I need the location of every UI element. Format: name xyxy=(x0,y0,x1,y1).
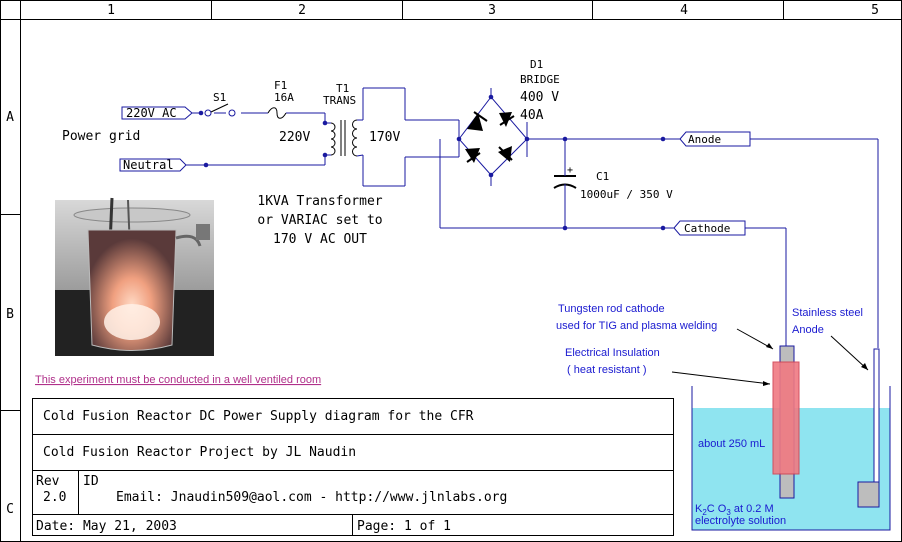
fuse-rating: 16A xyxy=(274,91,294,104)
transformer-note-line3: 170 V AC OUT xyxy=(273,232,367,247)
cathode-note-line1: Tungsten rod cathode xyxy=(558,303,665,315)
reactor-photo xyxy=(55,197,214,356)
bridge-type: BRIDGE xyxy=(520,73,560,86)
neutral-input-label: Neutral xyxy=(123,158,174,172)
junction-dots xyxy=(198,94,666,231)
anode-note-line1: Stainless steel xyxy=(792,307,863,319)
transformer-primary-voltage: 220V xyxy=(279,130,310,145)
neutral-input-port: Neutral xyxy=(119,158,187,172)
anode-note-line2: Anode xyxy=(792,324,824,336)
electrolyte-formula: K2C O3 at 0.2 M xyxy=(695,503,774,517)
contact-info: Email: Jnaudin509@aol.com - http://www.j… xyxy=(116,490,507,505)
column-label-5: 5 xyxy=(871,3,879,18)
electrolysis-cell xyxy=(671,328,891,531)
row-label-a: A xyxy=(6,110,14,125)
transformer-note-line1: 1KVA Transformer xyxy=(257,194,382,209)
bridge-ref: D1 xyxy=(530,58,543,71)
transformer-t1 xyxy=(325,119,364,157)
insulation-note-line1: Electrical Insulation xyxy=(565,347,660,359)
power-grid-label: Power grid xyxy=(62,129,140,144)
title-block xyxy=(32,398,674,536)
cathode-note-line2: used for TIG and plasma welding xyxy=(556,320,717,332)
fuse-ref: F1 xyxy=(274,79,287,92)
cathode-output-port: Cathode xyxy=(673,220,746,236)
row-label-c: C xyxy=(6,502,14,517)
ac-input-port: 220V AC xyxy=(121,106,193,120)
transformer-note-line2: or VARIAC set to xyxy=(257,213,382,228)
transformer-type: TRANS xyxy=(323,94,356,107)
transformer-ref: T1 xyxy=(336,82,349,95)
anode-output-port: Anode xyxy=(679,131,751,147)
bridge-rectifier-d1 xyxy=(458,96,528,176)
bridge-voltage: 400 V xyxy=(520,90,559,105)
anode-port-label: Anode xyxy=(688,133,721,146)
diagram-title: Cold Fusion Reactor DC Power Supply diag… xyxy=(43,409,474,424)
id-label: ID xyxy=(83,474,99,489)
page-field: Page: 1 of 1 xyxy=(357,519,451,534)
column-label-2: 2 xyxy=(298,3,306,18)
switch-ref: S1 xyxy=(213,91,226,104)
revision-label: Rev xyxy=(36,474,60,489)
ac-input-label: 220V AC xyxy=(126,106,177,120)
project-name: Cold Fusion Reactor Project by JL Naudin xyxy=(43,445,356,460)
electrolyte-note: electrolyte solution xyxy=(695,515,786,527)
row-label-b: B xyxy=(6,307,14,322)
switch-s1: S1 xyxy=(204,91,236,117)
capacitor-value: 1000uF / 350 V xyxy=(580,188,673,201)
capacitor-ref: C1 xyxy=(596,170,609,183)
bridge-current: 40A xyxy=(520,108,544,123)
column-label-1: 1 xyxy=(107,3,115,18)
revision-value: 2.0 xyxy=(43,490,66,505)
ventilation-warning: This experiment must be conducted in a w… xyxy=(35,374,321,386)
capacitor-c1: + xyxy=(553,165,577,190)
insulation-note-line2: ( heat resistant ) xyxy=(567,364,646,376)
solution-volume: about 250 mL xyxy=(698,438,765,450)
column-label-4: 4 xyxy=(680,3,688,18)
wires xyxy=(186,87,879,348)
capacitor-plus-sign: + xyxy=(567,165,573,176)
column-label-3: 3 xyxy=(488,3,496,18)
fuse-f1: F1 16A xyxy=(267,79,294,119)
transformer-secondary-voltage: 170V xyxy=(369,130,400,145)
date-field: Date: May 21, 2003 xyxy=(36,519,177,534)
cathode-port-label: Cathode xyxy=(684,222,730,235)
